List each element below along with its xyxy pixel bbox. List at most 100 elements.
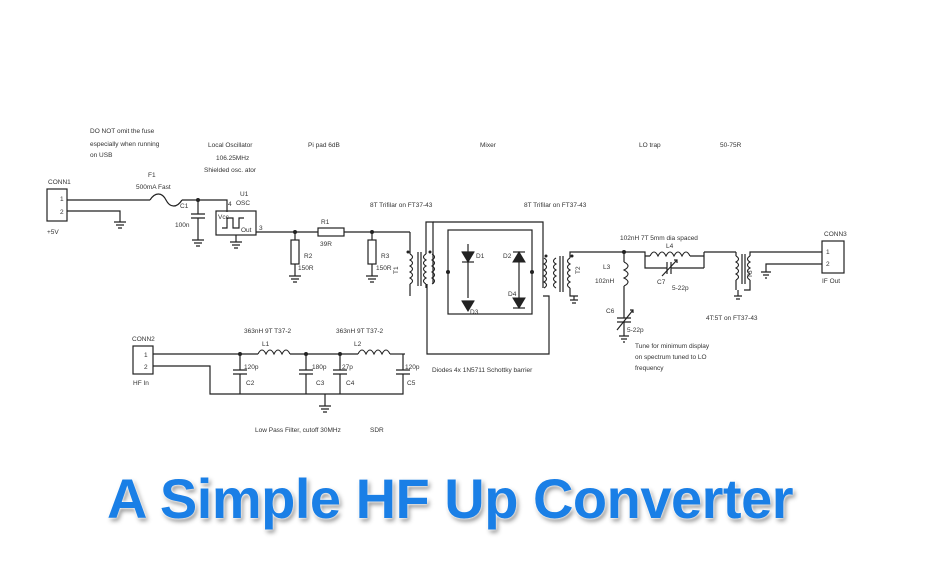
sdr-label: SDR [370,427,384,434]
l4-note: 102nH 7T 5mm dia spaced [620,235,698,242]
svg-text:C4: C4 [346,380,355,387]
svg-text:106.25MHz: 106.25MHz [216,155,249,162]
capacitor-c2: 120p C2 [233,354,259,394]
capacitor-c5: 120p C5 [396,354,420,387]
power-note: DO NOT omit the fuse especially when run… [90,128,160,159]
svg-text:C3: C3 [316,380,325,387]
resistor-r3: R3 150R [366,232,392,283]
svg-text:500mA Fast: 500mA Fast [136,184,171,191]
transformer-t1 [406,250,436,286]
capacitor-c4: 27p C4 [333,354,355,394]
trimmer-c6: C6 5-22p [606,308,644,334]
diode-d3: D3 [461,300,479,316]
capacitor-c1: C1 100n [175,200,205,247]
svg-text:D1: D1 [476,253,485,260]
local-oscillator-u1: Local Oscillator 106.25MHz Shielded osc.… [204,142,263,249]
svg-text:on spectrum tuned to LO: on spectrum tuned to LO [635,354,707,361]
conn1-connector: CONN1 1 2 +5V [46,179,71,236]
svg-text:102nH: 102nH [595,278,614,285]
svg-text:C2: C2 [246,380,255,387]
svg-text:D3: D3 [470,309,479,316]
svg-text:CONN3: CONN3 [824,231,847,238]
t1-note: 8T Trifilar on FT37-43 [370,202,433,209]
resistor-r2: R2 150R [289,232,314,283]
svg-text:C1: C1 [180,203,189,210]
svg-text:100n: 100n [175,222,190,229]
svg-text:Tune for minimum display: Tune for minimum display [635,343,710,350]
l2-note: 363nH 9T T37-2 [336,328,383,335]
tuning-note: Tune for minimum display on spectrum tun… [635,343,710,372]
transformer-t3: T3 [734,254,754,284]
svg-text:4: 4 [228,201,232,208]
svg-text:150R: 150R [376,265,392,272]
diode-d4: D4 [508,291,526,309]
svg-text:2: 2 [144,364,148,371]
t3-note: 4T:5T on FT37-43 [706,315,758,322]
svg-text:D2: D2 [503,253,512,260]
svg-text:Local Oscillator: Local Oscillator [208,142,253,149]
l2-label: L2 [354,341,362,348]
svg-text:120p: 120p [405,364,420,371]
slide-title: A Simple HF Up Converter [106,467,794,530]
svg-text:2: 2 [826,261,830,268]
svg-text:DO NOT omit the fuse: DO NOT omit the fuse [90,128,155,135]
supply-label: +5V [47,229,59,236]
conn1-pin2: 2 [60,209,64,216]
svg-text:120p: 120p [244,364,259,371]
svg-text:frequency: frequency [635,365,664,372]
svg-text:5-22p: 5-22p [672,285,689,292]
svg-text:L3: L3 [603,264,611,271]
inductor-l3: L3 102nH [595,261,629,287]
t2-note: 8T Trifilar on FT37-43 [524,202,587,209]
svg-text:C7: C7 [657,279,666,286]
svg-text:U1: U1 [240,191,249,198]
diode-d1: D1 [461,244,485,263]
svg-text:D4: D4 [508,291,517,298]
svg-text:27p: 27p [342,364,353,371]
lo-trap-label: LO trap [639,142,661,149]
mixer-label: Mixer [480,142,497,149]
transformer-t2 [542,254,574,292]
svg-text:OSC: OSC [236,200,250,207]
t1-label: T1 [393,266,400,274]
lpf-note: Low Pass Filter, cutoff 30MHz [255,427,341,434]
hf-in-label: HF In [133,380,149,387]
fuse-f1: F1 500mA Fast [136,172,183,207]
svg-text:Out: Out [241,227,252,234]
svg-text:R2: R2 [304,253,313,260]
conn2-connector: CONN2 1 2 HF In [132,336,155,387]
trimmer-c7: C7 5-22p [650,259,704,292]
svg-text:3: 3 [259,225,263,232]
l1-label: L1 [262,341,270,348]
inductor-l2 [357,349,391,356]
svg-text:T3: T3 [747,270,754,278]
svg-text:CONN2: CONN2 [132,336,155,343]
svg-text:R1: R1 [321,219,330,226]
inductor-l1 [257,349,291,356]
capacitor-c3: 180p C3 [299,354,327,394]
conn3-connector: CONN3 1 2 IF Out [821,231,847,285]
svg-text:1: 1 [826,249,830,256]
svg-text:Shielded osc. ator: Shielded osc. ator [204,167,257,174]
t2-label: T2 [575,266,582,274]
inductor-l4 [649,251,691,258]
svg-text:150R: 150R [298,265,314,272]
svg-text:180p: 180p [312,364,327,371]
conn1-pin1: 1 [60,196,64,203]
diodes-note: Diodes 4x 1N5711 Schottky barrier [432,367,533,374]
diode-d2: D2 [503,251,526,263]
conn1-label: CONN1 [48,179,71,186]
svg-text:on USB: on USB [90,152,112,159]
svg-text:C6: C6 [606,308,615,315]
l1-note: 363nH 9T T37-2 [244,328,291,335]
svg-text:F1: F1 [148,172,156,179]
impedance-label: 50-75R [720,142,742,149]
svg-text:Vcc: Vcc [218,214,230,221]
svg-text:1: 1 [144,352,148,359]
svg-text:5-22p: 5-22p [627,327,644,334]
resistor-r1: R1 39R [317,219,345,248]
svg-text:especially when running: especially when running [90,141,160,148]
pi-pad-label: Pi pad 6dB [308,142,340,149]
